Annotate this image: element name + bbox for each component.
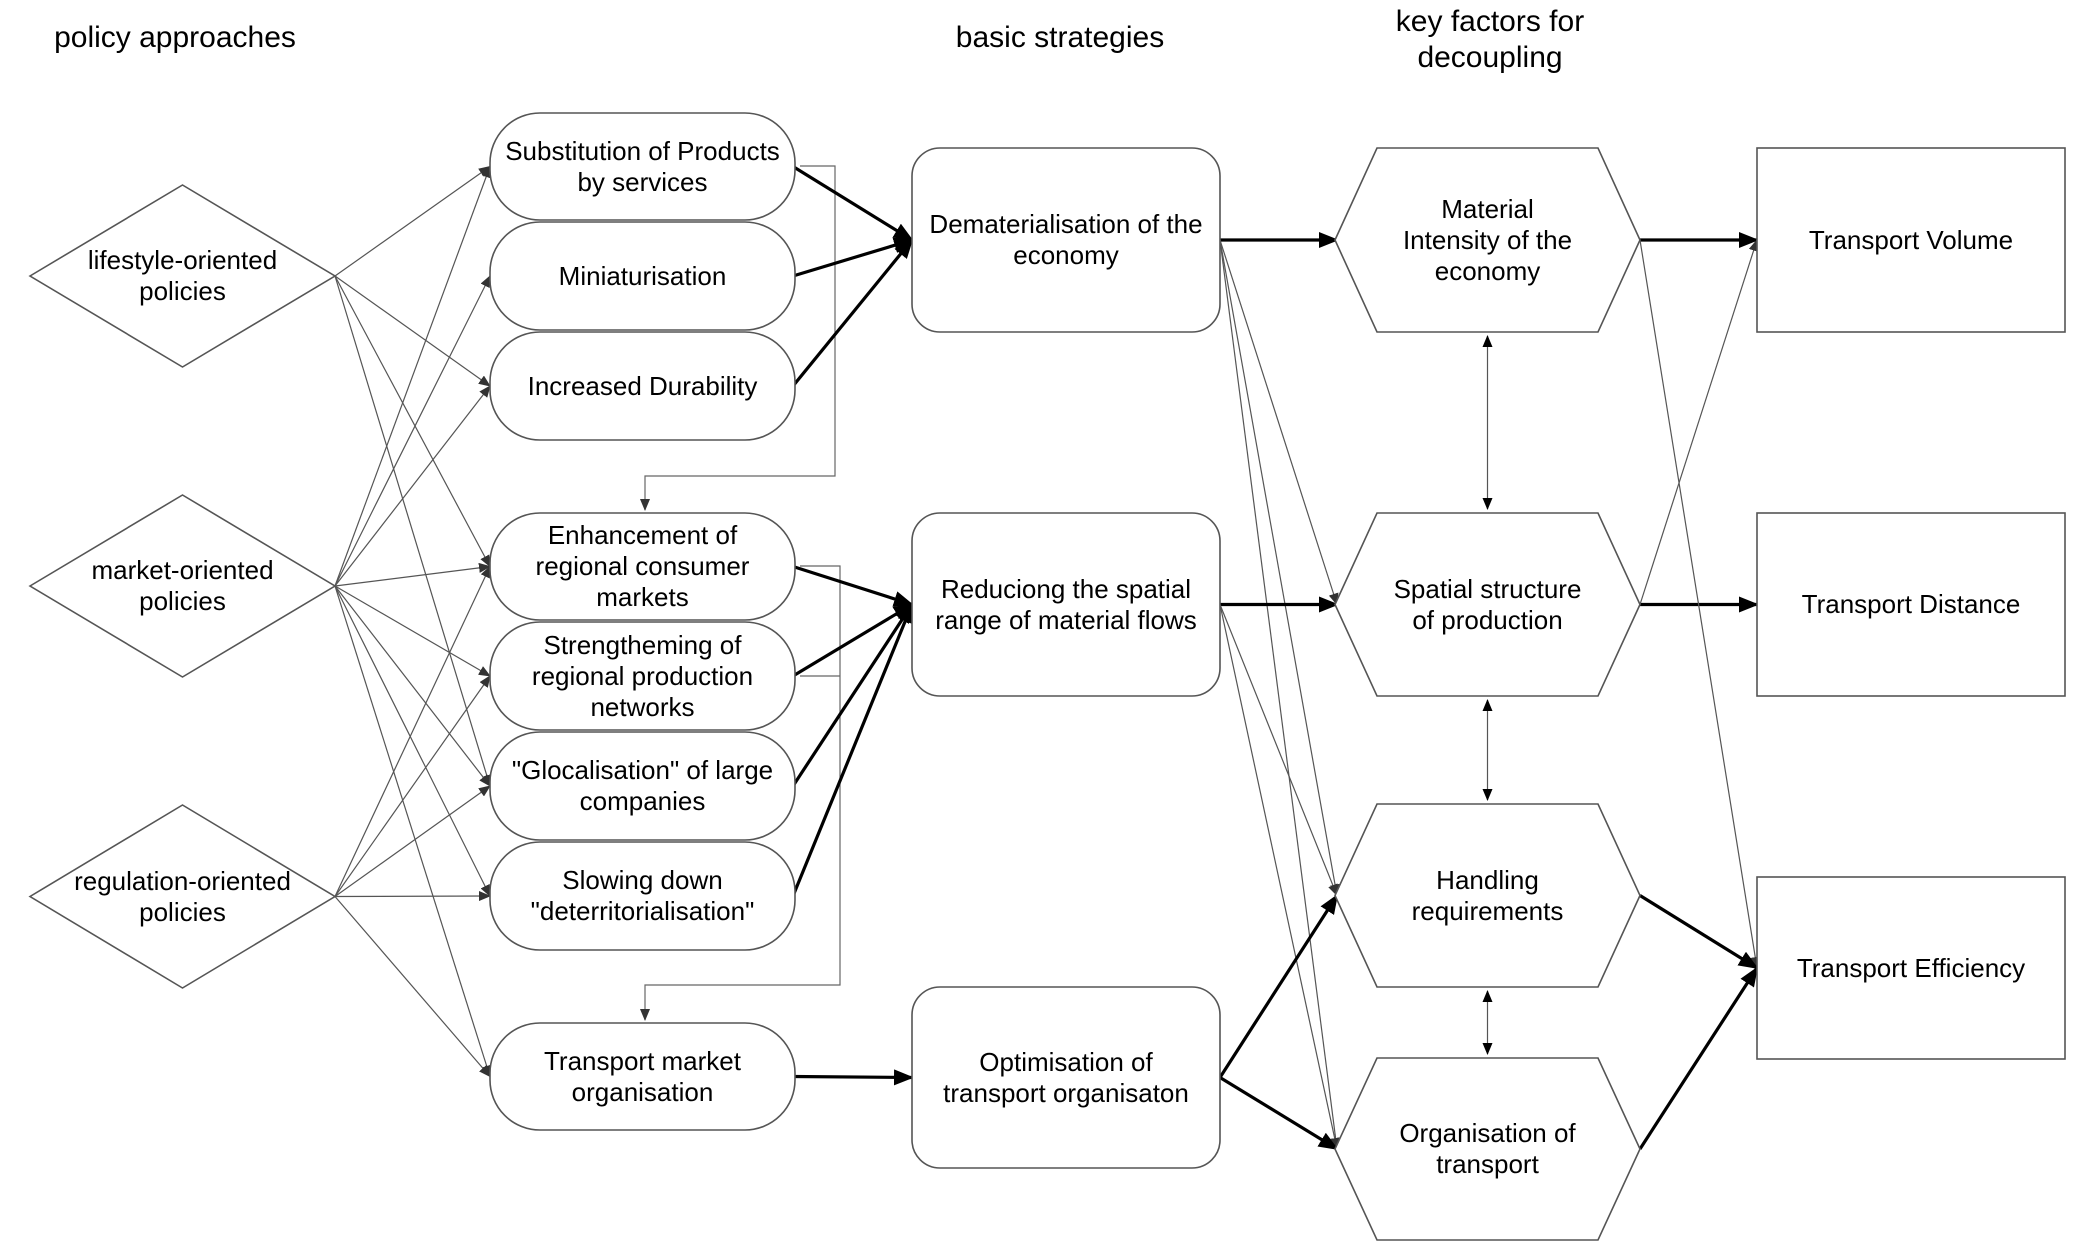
edge-strengthening-to-spatial-range xyxy=(792,603,914,678)
node-label-market: market-oriented policies xyxy=(91,555,274,616)
edge-lifestyle-to-enhancement xyxy=(334,275,491,568)
node-label-handling: Handling requirements xyxy=(1411,864,1564,926)
edge-material-intensity-to-efficiency xyxy=(1639,239,1761,969)
edge-miniaturisation-to-dematerialisation xyxy=(792,237,914,278)
node-shape-organisation xyxy=(1334,1057,1641,1241)
node-label-transport-market: Transport market organisation xyxy=(544,1045,741,1107)
node-label-slowing: Slowing down "deterritorialisation" xyxy=(530,865,755,926)
node-label-distance: Transport Distance xyxy=(1801,589,2021,619)
edge-glocalisation-to-spatial-range xyxy=(791,602,914,787)
header-policy-approaches: policy approaches xyxy=(54,21,296,54)
edge-lifestyle-to-durability xyxy=(334,275,491,387)
node-shape-handling xyxy=(1334,803,1641,988)
edge-spatial-range-to-organisation xyxy=(1219,604,1340,1150)
node-label-strengthening: Strengtheming of regional production net… xyxy=(531,629,754,722)
edge-regulation-to-transport-market xyxy=(334,896,491,1078)
arrows-layer xyxy=(334,165,1761,1151)
node-shape-efficiency xyxy=(1756,876,2066,1060)
node-label-enhancement: Enhancement of regional consumer markets xyxy=(535,520,750,612)
node-label-substitution: Substitution of Products by services xyxy=(505,135,780,197)
edge-market-to-substitution xyxy=(334,165,491,587)
edge-transport-market-to-optimisation xyxy=(792,1069,914,1086)
edge-enhancement-to-spatial-range xyxy=(792,564,914,607)
node-shape-transport-market xyxy=(489,1022,796,1131)
edge-handling-to-efficiency xyxy=(1639,894,1759,970)
node-shape-slowing xyxy=(489,841,796,951)
header-key-factors: key factors for decoupling xyxy=(1395,5,1585,74)
node-label-spatial-range: Reduciong the spatial range of material … xyxy=(935,573,1197,635)
edge-dematerialisation-to-spatial-structure xyxy=(1219,239,1339,606)
edge-substitution-to-dematerialisation xyxy=(792,165,914,242)
node-shape-enhancement xyxy=(489,512,796,621)
edge-market-to-glocalisation xyxy=(334,585,491,787)
node-label-optimisation: Optimisation of transport organisaton xyxy=(943,1046,1189,1108)
edge-market-to-durability xyxy=(334,385,491,587)
connector-lines xyxy=(640,165,841,1021)
node-label-volume: Transport Volume xyxy=(1808,224,2014,255)
node-label-organisation: Organisation of transport xyxy=(1399,1118,1576,1179)
node-shape-spatial-range xyxy=(911,512,1221,697)
node-label-regulation: regulation-oriented policies xyxy=(74,865,291,927)
edge-market-to-enhancement xyxy=(334,562,491,587)
node-label-miniaturisation: Miniaturisation xyxy=(558,260,727,291)
node-label-spatial-structure: Spatial structure of production xyxy=(1393,573,1582,635)
edge-regulation-to-strengthening xyxy=(334,675,491,897)
header-basic-strategies: basic strategies xyxy=(955,21,1165,54)
node-shape-lifestyle xyxy=(28,184,337,368)
node-shape-strengthening xyxy=(489,621,796,731)
connector-regional-group-to-transport-market xyxy=(640,565,841,1021)
edge-organisation-to-efficiency xyxy=(1638,966,1759,1150)
edge-spatial-range-to-handling xyxy=(1219,604,1338,897)
node-shape-market xyxy=(28,494,337,678)
edge-market-to-strengthening xyxy=(334,585,491,677)
edge-durability-to-dematerialisation xyxy=(791,238,914,388)
node-shape-material-intensity xyxy=(1334,147,1641,333)
edge-market-to-slowing xyxy=(334,585,491,897)
node-label-durability: Increased Durability xyxy=(527,370,758,401)
node-shape-volume xyxy=(1756,147,2066,333)
edge-market-to-miniaturisation xyxy=(334,275,491,587)
node-shape-distance xyxy=(1756,512,2066,697)
edge-regulation-to-glocalisation xyxy=(334,785,491,897)
node-label-glocalisation: "Glocalisation" of large companies xyxy=(511,755,774,816)
connector-dematerialisation-group-to-regional-group xyxy=(640,165,836,511)
node-shape-substitution xyxy=(489,112,796,221)
edge-regulation-to-slowing xyxy=(334,891,491,902)
edge-lifestyle-to-glocalisation xyxy=(334,275,492,787)
node-shape-regulation xyxy=(28,804,337,989)
node-shape-spatial-structure xyxy=(1334,512,1641,697)
node-shape-dematerialisation xyxy=(911,147,1221,333)
node-shape-optimisation xyxy=(911,986,1221,1169)
node-shape-miniaturisation xyxy=(489,221,796,331)
node-label-material-intensity: Material Intensity of the economy xyxy=(1402,193,1573,286)
edge-optimisation-to-handling xyxy=(1218,893,1339,1079)
edge-market-to-transport-market xyxy=(334,585,492,1078)
node-label-dematerialisation: Dematerialisation of the economy xyxy=(929,209,1203,270)
edge-optimisation-to-organisation xyxy=(1219,1076,1339,1151)
node-shape-glocalisation xyxy=(489,731,796,841)
edge-slowing-to-spatial-range xyxy=(791,602,914,897)
edge-dematerialisation-to-handling xyxy=(1219,239,1340,897)
edge-lifestyle-to-substitution xyxy=(334,165,491,277)
node-label-efficiency: Transport Efficiency xyxy=(1796,952,2026,983)
node-shape-durability xyxy=(489,331,796,441)
edge-dematerialisation-to-organisation xyxy=(1219,239,1341,1150)
node-label-lifestyle: lifestyle-oriented policies xyxy=(87,245,278,306)
edge-spatial-structure-to-volume xyxy=(1639,239,1759,605)
shapes-layer xyxy=(28,112,2066,1241)
edge-regulation-to-enhancement xyxy=(334,565,491,897)
